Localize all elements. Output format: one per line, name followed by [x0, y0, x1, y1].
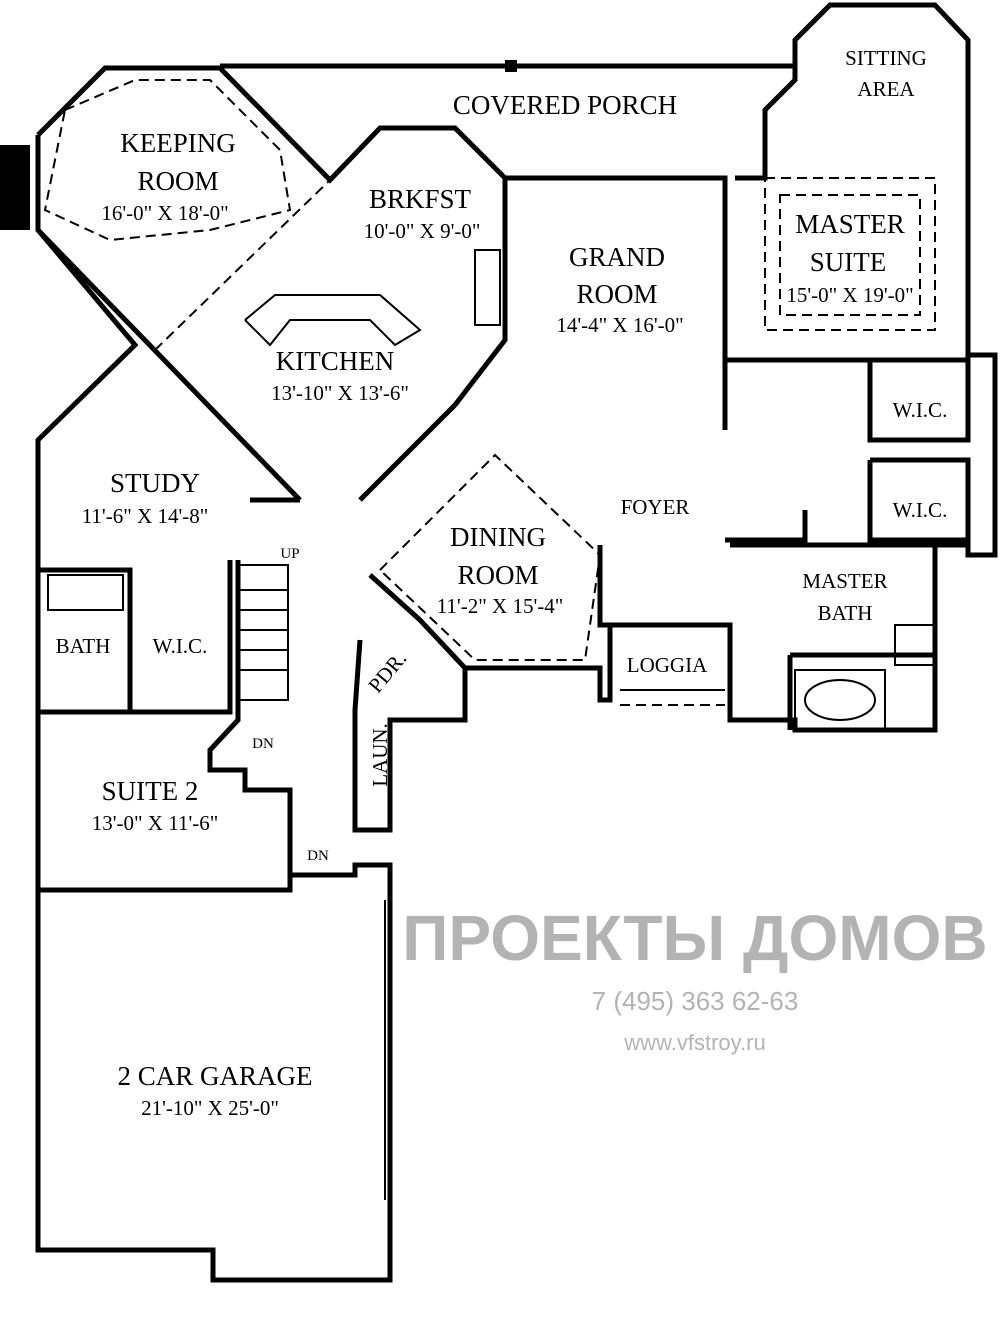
stair-dn-label-2: DN: [307, 848, 329, 864]
grand-room-label-2: ROOM: [576, 279, 657, 309]
dining-room-dims: 11'-2" X 15'-4": [437, 594, 564, 618]
vaults-and-fixtures: [0, 60, 936, 1200]
wic-2-label: W.I.C.: [893, 498, 948, 522]
study-dims: 11'-6" X 14'-8": [82, 504, 209, 528]
keeping-room-dims: 16'-0" X 18'-0": [101, 201, 228, 225]
garage-dims: 21'-10" X 25'-0": [141, 1096, 279, 1120]
wic-1-label: W.I.C.: [893, 398, 948, 422]
garage-label: 2 CAR GARAGE: [117, 1061, 312, 1091]
kitchen-dims: 13'-10" X 13'-6": [271, 381, 409, 405]
pdr-label: PDR.: [363, 647, 411, 698]
watermark-url: www.vfstroy.ru: [623, 1030, 765, 1055]
kitchen-label: KITCHEN: [276, 346, 394, 376]
dining-room-label-2: ROOM: [457, 560, 538, 590]
master-bath-label-2: BATH: [818, 601, 873, 625]
master-suite-label: MASTER: [795, 209, 905, 239]
loggia-label: LOGGIA: [627, 653, 708, 677]
study-label: STUDY: [110, 468, 200, 498]
sitting-area-label-2: AREA: [857, 77, 915, 101]
laun-label: LAUN.: [368, 723, 392, 787]
master-bath-label: MASTER: [802, 569, 887, 593]
grand-room-dims: 14'-4" X 16'-0": [556, 313, 683, 337]
brkfst-label: BRKFST: [369, 184, 472, 214]
keeping-room-label-2: ROOM: [137, 166, 218, 196]
master-suite-dims: 15'-0" X 19'-0": [786, 283, 913, 307]
foyer-label: FOYER: [621, 495, 690, 519]
dining-room-label: DINING: [450, 522, 546, 552]
keeping-room-label: KEEPING: [120, 128, 236, 158]
suite-2-label: SUITE 2: [102, 776, 199, 806]
suite-2-dims: 13'-0" X 11'-6": [92, 811, 219, 835]
master-suite-label-2: SUITE: [810, 247, 887, 277]
exterior-walls: [35, 2, 998, 1283]
stair-dn-label: DN: [252, 736, 274, 752]
bath-label: BATH: [56, 634, 111, 658]
sitting-area-label: SITTING: [845, 46, 927, 70]
brkfst-dims: 10'-0" X 9'-0": [364, 219, 481, 243]
grand-room-label: GRAND: [569, 242, 665, 272]
stair-up-label: UP: [280, 546, 299, 562]
wic-3-label: W.I.C.: [153, 634, 208, 658]
fireplace: [0, 145, 30, 230]
watermark-phone: 7 (495) 363 62-63: [592, 986, 799, 1016]
covered-porch-label: COVERED PORCH: [453, 90, 677, 120]
watermark-logo: ПРОЕКТЫ ДОМОВ: [402, 902, 987, 974]
